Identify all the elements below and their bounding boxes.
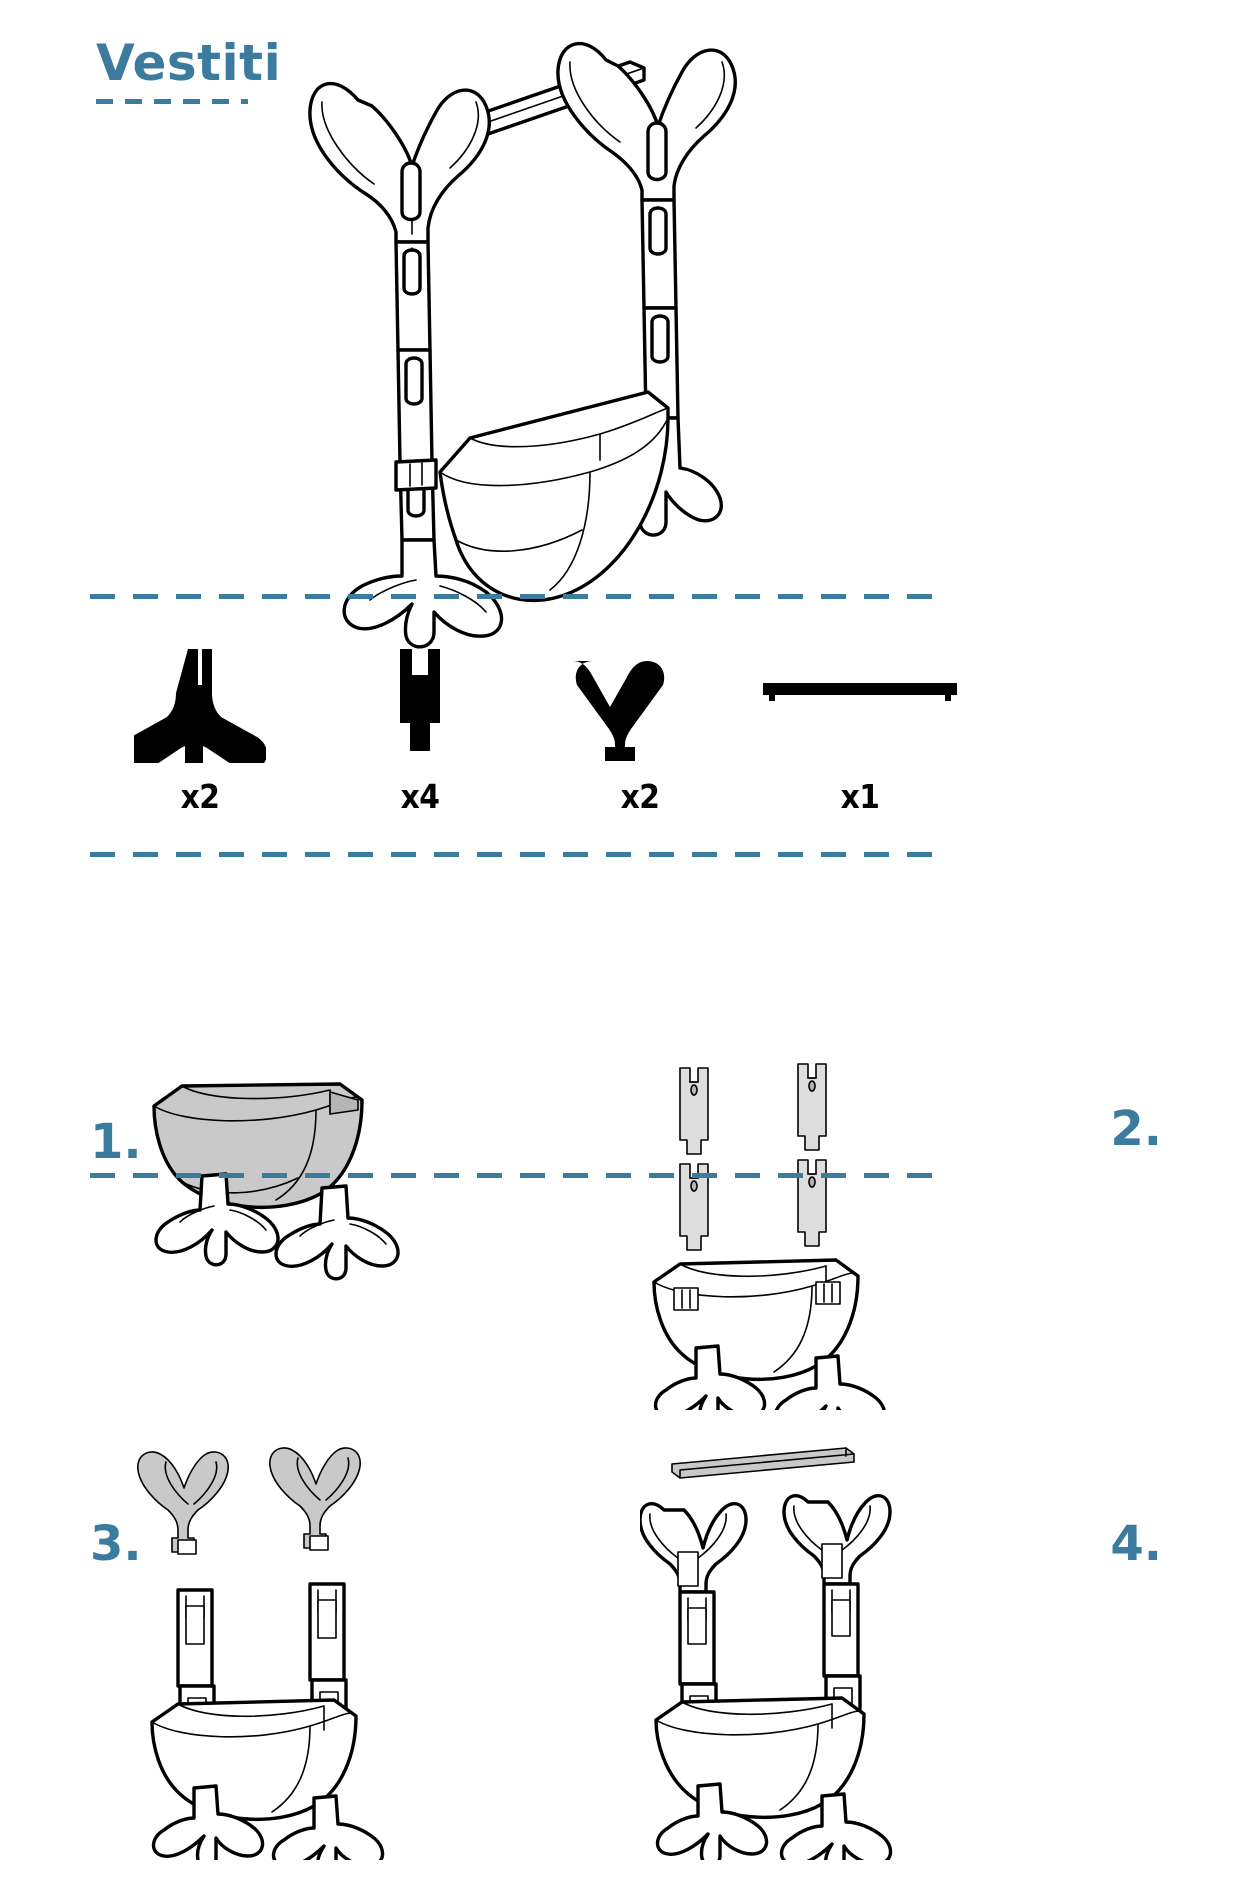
- step-illustration: [140, 1080, 440, 1330]
- bin-foot-subassembly: [652, 1258, 886, 1410]
- hero-illustration: [300, 20, 780, 680]
- part-figure: [134, 645, 266, 763]
- step-illustration: [130, 1440, 530, 1860]
- y-hook-loose: [137, 1451, 229, 1555]
- extension-post-icon: [400, 649, 440, 751]
- part-quantity: x4: [400, 777, 440, 816]
- step-illustration: [640, 1060, 1040, 1410]
- parts-inventory: x2 x4 x2: [90, 636, 970, 816]
- divider-below-parts: [90, 852, 946, 857]
- bin-with-two-tripod-feet: [152, 1082, 400, 1281]
- title-underline-rule: [96, 99, 248, 104]
- step-illustration: [640, 1440, 1040, 1860]
- hero-rack-drawing: [308, 41, 737, 649]
- hanging-bar-above-completed-frame: [640, 1447, 893, 1860]
- extension-post-loose: [679, 1067, 709, 1155]
- bin-posts-subassembly: [150, 1582, 385, 1860]
- step-number: 3.: [90, 1516, 142, 1572]
- completed-frame: [640, 1493, 893, 1860]
- title-block: Vestiti: [96, 38, 456, 104]
- extension-post-loose: [797, 1063, 827, 1151]
- y-hook-top-icon: [573, 661, 665, 761]
- y-hook-loose: [269, 1447, 361, 1551]
- step-fit-hanging-bar: 4.: [640, 1440, 1162, 1860]
- hanging-bar-icon: [763, 683, 957, 701]
- four-posts-above-bin-assembly: [652, 1063, 886, 1410]
- divider-below-hero: [90, 594, 946, 599]
- part-quantity: x2: [620, 777, 660, 816]
- step-number: 4.: [1110, 1516, 1162, 1572]
- part-quantity: x1: [840, 777, 880, 816]
- part-item-extension-post: x4: [310, 645, 530, 816]
- hanging-bar-loose: [671, 1447, 855, 1479]
- step-number: 1.: [90, 1114, 142, 1170]
- part-item-tripod-foot: x2: [90, 645, 310, 816]
- divider-between-step-rows: [90, 1173, 946, 1178]
- part-item-y-hook-top: x2: [530, 645, 750, 816]
- part-quantity: x2: [180, 777, 220, 816]
- page-title: Vestiti: [96, 34, 282, 92]
- step-add-y-hook-tops: 3.: [90, 1440, 520, 1860]
- part-figure: [760, 645, 960, 763]
- part-figure: [573, 645, 707, 763]
- step-attach-feet-to-bin: 1.: [90, 1080, 520, 1410]
- part-figure: [388, 645, 452, 763]
- step-number: 2.: [1110, 1101, 1162, 1157]
- two-y-hooks-above-post-assembly: [137, 1447, 385, 1860]
- extension-post-loose: [679, 1163, 709, 1251]
- tripod-foot-icon: [134, 649, 266, 763]
- part-item-hanging-bar: x1: [750, 645, 970, 816]
- step-insert-extension-posts: 2.: [640, 1060, 1162, 1410]
